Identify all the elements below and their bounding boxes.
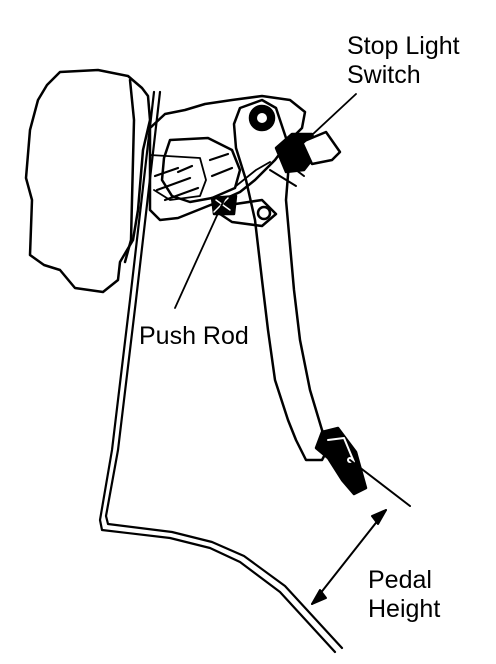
stop-light-switch-label: Stop Light Switch <box>347 32 460 90</box>
leader-lines <box>174 93 357 309</box>
push-rod-detail-leader <box>235 161 271 187</box>
push-rod-clevis <box>210 194 278 228</box>
arrowhead-bottom <box>311 589 327 605</box>
booster-housing <box>24 68 152 294</box>
firewall-floor <box>98 90 344 654</box>
pedal-height-label: Pedal Height <box>368 566 440 624</box>
pedal-height-label-line2: Height <box>368 595 441 623</box>
pedal-height-dimension <box>311 459 411 605</box>
stop-light-switch-leader <box>297 93 357 149</box>
pedal-height-extension-line <box>349 459 411 507</box>
arrowhead-top <box>371 509 387 525</box>
stop-light-switch <box>269 130 342 187</box>
push-rod-label: Push Rod <box>139 322 249 350</box>
stop-light-switch-label-line1: Stop Light <box>347 32 460 60</box>
pedal-height-label-line1: Pedal <box>368 566 432 594</box>
stop-light-switch-label-line2: Switch <box>347 61 421 89</box>
push-rod-leader <box>174 199 225 309</box>
brake-pedal-arm <box>232 98 332 462</box>
pedal-pad <box>314 426 368 496</box>
pedal-height-dimension-line <box>311 509 387 605</box>
